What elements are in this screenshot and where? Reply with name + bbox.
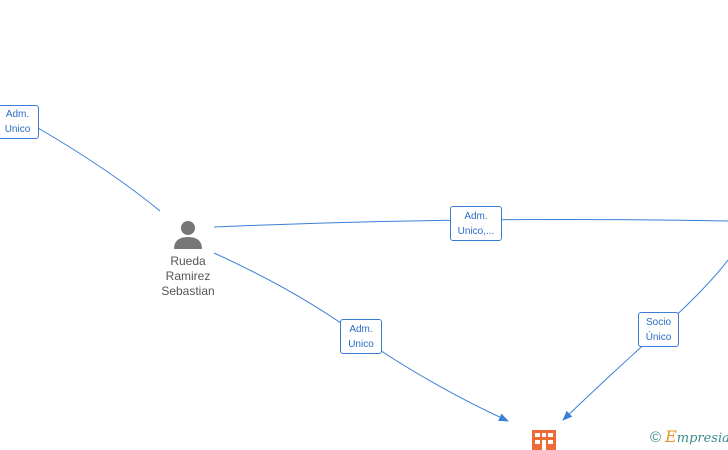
building-icon[interactable] [532,430,556,450]
edge-label-lower-text: Adm. Unico [348,323,374,350]
edge-label-middle-text: Adm. Unico,... [457,210,495,237]
person-icon [174,221,202,249]
edge-label-right[interactable]: Socio Único [638,312,679,347]
person-name: Rueda Ramirez Sebastian [161,254,215,298]
brand-name: mpresia [676,431,728,446]
edge-label-lower[interactable]: Adm. Unico [340,319,382,354]
edge-label-top-left-text: Adm. Unico [4,109,31,135]
empresia-watermark: © Empresia [650,428,728,448]
brand-initial: E [665,427,677,446]
copyright-icon: © [650,429,662,446]
person-node[interactable]: Rueda Ramirez Sebastian [150,220,226,299]
edge-top-left[interactable] [37,127,161,212]
edge-label-top-left[interactable]: Adm. Unico [0,105,39,139]
edge-label-right-text: Socio Único [645,316,672,343]
edge-label-middle[interactable]: Adm. Unico,... [450,206,502,241]
brand-logo: Empresia [665,428,728,448]
